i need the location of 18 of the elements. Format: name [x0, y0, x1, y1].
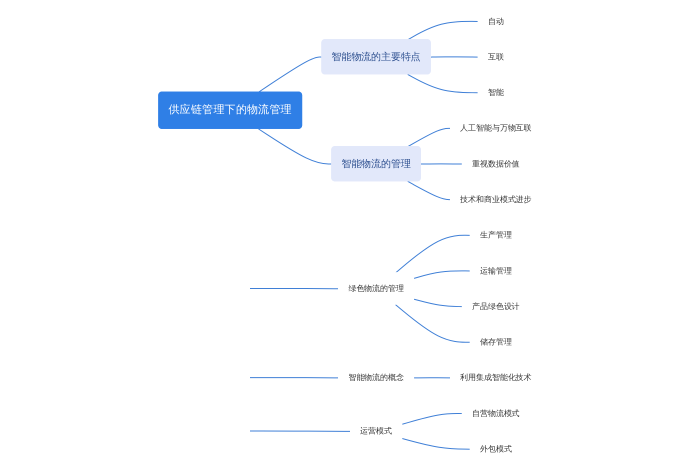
connector: [250, 377, 340, 378]
connector: [394, 234, 471, 274]
connector: [430, 56, 479, 58]
connector: [258, 128, 332, 165]
connector: [407, 74, 479, 94]
connector: [402, 412, 464, 425]
connector: [420, 163, 464, 165]
connector: [407, 20, 479, 40]
connector: [414, 377, 452, 378]
connector: [258, 56, 322, 93]
connector: [407, 180, 452, 200]
connector: [250, 430, 352, 432]
connector: [402, 438, 471, 450]
connector: [394, 304, 471, 343]
connector: [414, 270, 471, 279]
connector: [407, 128, 452, 148]
connector: [414, 298, 464, 308]
connector: [250, 288, 340, 290]
